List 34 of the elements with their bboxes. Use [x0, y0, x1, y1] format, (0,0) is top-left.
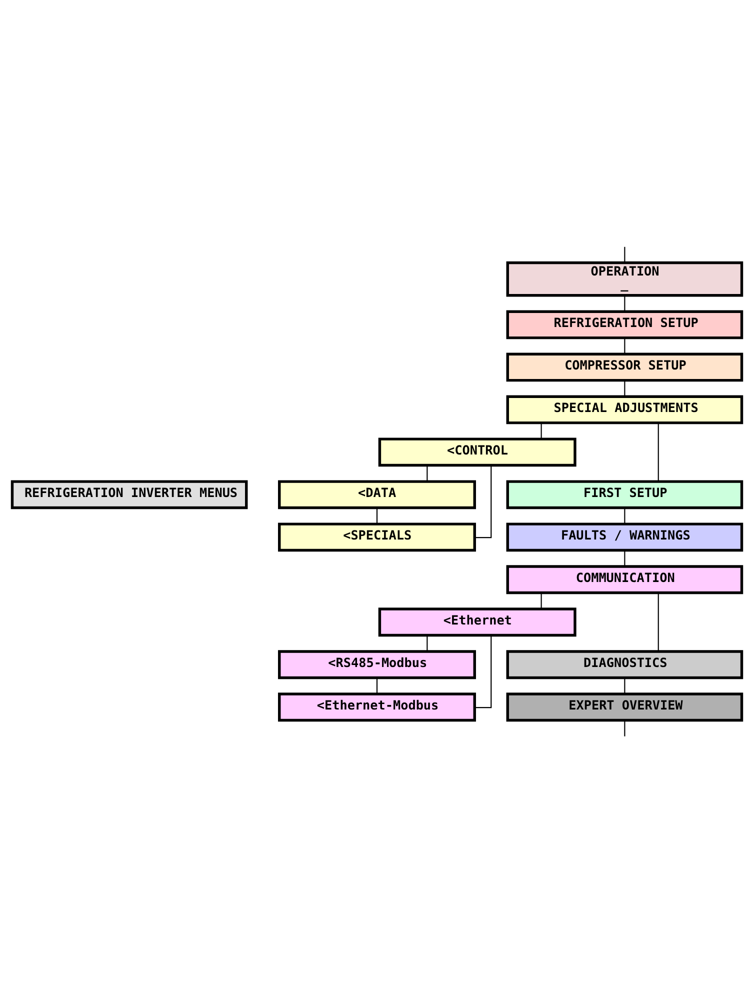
connector: [624, 246, 626, 263]
connector: [426, 465, 428, 482]
node-box: <SPECIALS: [278, 522, 476, 552]
node-box: OPERATION _: [506, 261, 744, 297]
connector: [624, 380, 626, 396]
node-box: FIRST SETUP: [506, 480, 744, 510]
node-box: COMPRESSOR SETUP: [506, 352, 744, 382]
connector: [540, 592, 542, 609]
node-box: <Ethernet-Modbus: [278, 692, 476, 722]
connector: [474, 466, 492, 538]
node-box: FAULTS / WARNINGS: [506, 522, 744, 552]
connector: [658, 592, 659, 652]
connector: [624, 678, 626, 694]
connector: [624, 508, 626, 524]
node-box: <Ethernet: [378, 608, 576, 637]
connector: [474, 635, 492, 708]
connector: [376, 678, 378, 694]
connector: [540, 422, 542, 439]
node-box: DIAGNOSTICS: [506, 650, 744, 680]
connector: [376, 508, 378, 524]
node-box: COMMUNICATION: [506, 565, 744, 594]
node-box: REFRIGERATION INVERTER MENUS: [10, 480, 248, 510]
node-box: SPECIAL ADJUSTMENTS: [506, 395, 744, 424]
node-box: <DATA: [278, 480, 476, 510]
node-box: EXPERT OVERVIEW: [506, 692, 744, 722]
connector: [426, 635, 428, 652]
connector: [624, 720, 626, 736]
node-box: <RS485-Modbus: [278, 650, 476, 680]
connector: [658, 422, 659, 482]
connector: [624, 550, 626, 566]
connector: [624, 338, 626, 354]
connector: [624, 296, 626, 312]
node-box: REFRIGERATION SETUP: [506, 310, 744, 340]
node-box: <CONTROL: [378, 438, 576, 467]
